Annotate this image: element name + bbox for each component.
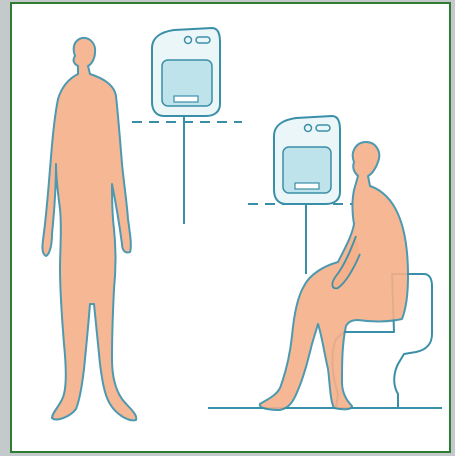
illustration-panel [10, 2, 451, 453]
urine-device-upper [152, 28, 220, 224]
standing-person [42, 38, 136, 420]
urine-device-lower [274, 116, 340, 274]
illustration [12, 4, 451, 453]
